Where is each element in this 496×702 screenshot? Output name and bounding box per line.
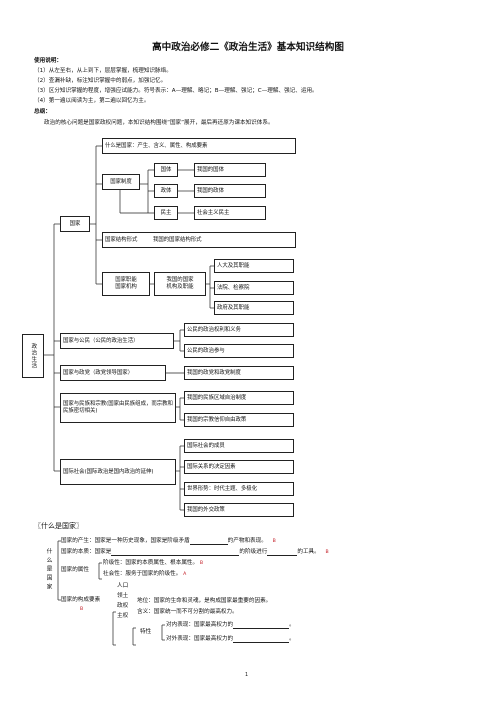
party-node: 国家与政党（政党领导国家）: [60, 365, 166, 381]
sovereignty-internal-blank: [233, 623, 290, 629]
instruction-item: （1）从左至右，从上到下，层层掌握，梳理知识脉络。: [34, 68, 172, 74]
gov-node: 政府及其职能: [214, 301, 294, 315]
structure-node: 国家结构形式 我国的国家结构形式: [102, 232, 296, 248]
attr-social-line: 社会性：服务于国家的阶级性。 A: [103, 571, 186, 578]
intl-situation-node: 世界形势：时代主题、多极化: [184, 482, 294, 496]
origin-grade: B: [272, 539, 276, 544]
attr-label: 国家的属性: [61, 567, 89, 573]
structure-value: 我国的国家结构形式: [153, 236, 202, 243]
instructions-heading: 使用说明：: [34, 58, 62, 64]
page-title: 高中政治必修二《政治生活》基本知识结构图: [152, 42, 344, 53]
instruction-item: （4）第一遍以阅读为主，第二遍以回忆为主。: [34, 98, 150, 104]
origin-tail: 的产物和表现。: [227, 538, 267, 544]
origin-line: 国家的产生：国家是一种历史现象，国家是阶级矛盾 的产物和表现。 B: [61, 538, 276, 545]
elements-grade: B: [80, 607, 84, 612]
sovereignty-external-blank: [233, 637, 290, 643]
ethnic-node: 国家与民族和宗教(国家由民族组成，而宗教和民族密切相关): [60, 393, 176, 423]
instruction-item: （3）区分知识掌握的程度，增强应试能力。符号表示：A—理解、略记；B—理解、强记…: [34, 88, 318, 94]
attr-social-grade: A: [183, 572, 187, 577]
citizen-participation-node: 公民的政治参与: [184, 344, 294, 358]
origin-text: 国家的产生：国家是一种历史现象，国家是阶级矛盾: [61, 538, 190, 544]
summary-heading: 总纲：: [34, 109, 51, 115]
intl-members-node: 国际社会的成员: [184, 439, 294, 453]
system-node: 国家制度: [102, 174, 140, 190]
essence-text: 国家的本质：国家是: [61, 549, 112, 555]
religion-policy-node: 我国的宗教信仰自由政策: [184, 413, 294, 427]
section-heading: 〖什么是国家〗: [34, 522, 83, 530]
courts-node: 法院、检察院: [214, 281, 294, 295]
sovereignty-meaning: 含义：国家统一而不可分割的最高权力。: [137, 609, 238, 615]
summary-text: 政治的核心问题是国家政权问题，本知识结构围绕“国家”展开，最后再还原为课本知识体…: [44, 120, 274, 126]
ethnic-autonomy-node: 我国的民族区域自治制度: [184, 391, 294, 405]
democracy-node: 民主: [154, 206, 178, 220]
root-label: 政治生活: [30, 342, 37, 370]
organs-mid-node: 我国的国家 机构及职能: [154, 272, 206, 296]
element-sovereignty: 主权: [117, 613, 129, 619]
polity-value-node: 我国的国体: [194, 163, 266, 177]
essence-tail: 的工具。: [297, 549, 320, 555]
citizen-rights-node: 公民的政治权利和义务: [184, 323, 294, 337]
section-vertical-label: 什么是国家: [45, 548, 51, 592]
origin-blank: [189, 539, 228, 545]
essence-blank-1: [111, 550, 240, 556]
element-territory: 领土: [117, 593, 129, 599]
structure-label: 国家结构形式: [105, 236, 138, 243]
attr-social-text: 社会性：服务于国家的阶级性。: [103, 571, 182, 577]
page-number: 1: [245, 673, 249, 678]
intl-node: 国际社会(国际政治是国内政治的延伸): [60, 459, 176, 485]
party-value-node: 我国的政党和政党制度: [184, 366, 294, 380]
sovereignty-external-text: 对外表现：国家最高权力的: [166, 636, 234, 642]
regime-value-node: 我国的政体: [194, 184, 266, 198]
root-node: 政治生活: [22, 334, 44, 378]
instruction-item: （2）查漏补缺，标注知识掌握中的弱点，加强记忆。: [34, 78, 167, 84]
essence-line: 国家的本质：国家是 的阶级进行 的工具。 B: [61, 549, 329, 556]
attr-class-grade: B: [199, 561, 204, 566]
intl-relations-node: 国际关系的决定因素: [184, 460, 294, 474]
essence-grade: B: [325, 550, 329, 555]
sovereignty-internal-text: 对内表现：国家最高权力的: [166, 622, 234, 628]
element-regime: 政权: [117, 603, 129, 609]
organs-node: 国家职能 国家机构: [102, 272, 150, 296]
sovereignty-position: 地位：国家的生命和灵魂，是构成国家最重要的因素。: [137, 598, 272, 604]
regime-node: 政体: [154, 184, 178, 198]
attr-class-text: 阶级性：国家的本质属性、根本属性。: [103, 560, 199, 566]
foreign-policy-node: 我国的外交政策: [184, 503, 294, 517]
citizen-node: 国家与公民（公民的政治生活）: [60, 333, 174, 349]
essence-mid: 的阶级进行: [239, 549, 268, 555]
sovereignty-char-label: 特性: [140, 629, 152, 635]
democracy-value-node: 社会主义民主: [194, 206, 266, 220]
polity-node: 国体: [154, 163, 178, 177]
element-population: 人口: [117, 583, 129, 589]
state-node: 国家: [60, 216, 90, 232]
sovereignty-internal: 对内表现：国家最高权力的。: [166, 622, 295, 629]
sovereignty-external: 对外表现：国家最高权力的。: [166, 636, 295, 643]
attr-class-line: 阶级性：国家的本质属性、根本属性。 B: [103, 560, 203, 567]
essence-blank-2: [267, 550, 298, 556]
elements-label: 国家的构成要素: [61, 597, 101, 603]
npc-node: 人大及其职能: [214, 259, 294, 273]
what-is-state-node: 什么是国家：产生、含义、属性、构成要素: [102, 138, 296, 154]
